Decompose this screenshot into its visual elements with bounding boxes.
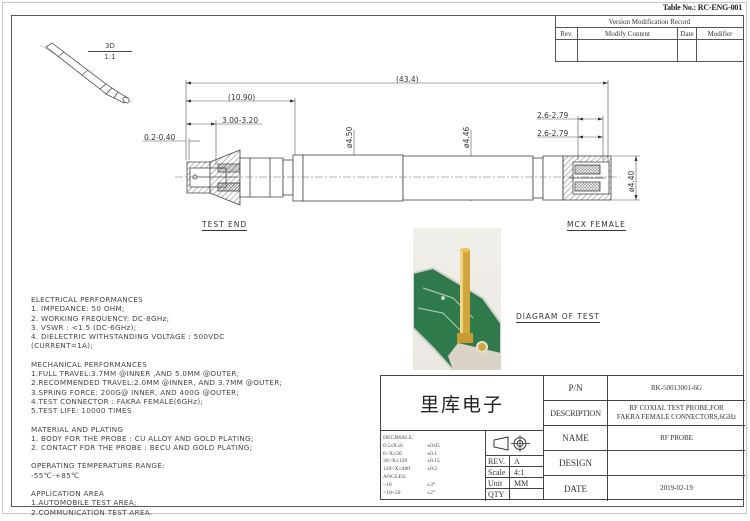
dim-tip-length: 3.00-3.20 <box>222 116 259 125</box>
projection-symbol-cell <box>486 431 544 456</box>
rev-label: REV. <box>486 456 510 466</box>
description-value: RF COXIAL TEST PROBE,FOR FAKRA FEMALE CO… <box>608 401 745 425</box>
design-value <box>608 451 745 475</box>
qty-row: QTY <box>486 489 544 500</box>
date-value: 2019-02-19 <box>660 484 693 492</box>
unit-value: MM <box>514 479 529 488</box>
section-title: ELECTRICAL PERFORMANCES <box>31 295 144 304</box>
section-title: APPLICATION AREA <box>31 489 105 499</box>
dim-mcx-depth-1: 2.6-2.79 <box>537 111 569 120</box>
note-item: 1. IMPEDANCE: 50 OHM; <box>31 304 125 314</box>
first-angle-projection-icon <box>493 435 530 452</box>
note-item: 1. BODY FOR THE PROBE : CU ALLOY AND GOL… <box>31 433 254 443</box>
note-item: 3.SPRING FORCE: 200G@ INNER, AND 400G @O… <box>31 387 240 397</box>
tolerance-row: 6<X≤30±0.1 <box>383 450 438 457</box>
table-row <box>555 39 744 62</box>
note-item: -55℃-+85℃ <box>31 470 80 480</box>
note-item: (CURRENT=1A); <box>31 341 94 351</box>
scale-value: 4:1 <box>514 468 525 477</box>
dim-diameter-body-2: ø4.46 <box>462 126 471 148</box>
description-line: RF COXIAL TEST PROBE,FOR <box>629 404 724 412</box>
scale-row: Scale 4:1 <box>486 467 544 478</box>
mechanical-performances: MECHANICAL PERFORMANCES 1.FULL TRAVEL:3.… <box>31 360 282 416</box>
description-row: DESCRIPTION RF COXIAL TEST PROBE,FOR FAK… <box>544 401 745 426</box>
tolerance-row: 30<X≤120±0.15 <box>383 458 440 465</box>
section-title: MATERIAL AND PLATING <box>31 424 124 434</box>
title-block: 里库电子 DECIMALS: 0.5≤X≤6±0.05 6<X≤30±0.1 3… <box>380 375 745 501</box>
view-3d-label: 3D 1:1 <box>88 42 132 61</box>
design-row: DESIGN <box>544 451 745 476</box>
angles-title: ANGLES: <box>383 473 407 480</box>
note-item: 2. WORKING FREQUENCY: DC-8GHz; <box>31 313 170 323</box>
operating-temperature: OPERATING TEMPERATURE RANGE: -55℃-+85℃ <box>31 461 282 480</box>
name-value: RF PROBE <box>660 433 693 442</box>
description-line: FAKRA FEMALE CONNECTORS,6GHz <box>616 413 737 421</box>
application-area: APPLICATION AREA 1.AUTOMOBILE TEST AREA;… <box>31 489 282 517</box>
qty-label: QTY <box>486 489 510 500</box>
specification-notes: ELECTRICAL PERFORMANCES 1. IMPEDANCE: 50… <box>31 295 282 521</box>
dim-mcx-depth-2: 2.6-2.79 <box>537 129 569 138</box>
view-3d-title: 3D <box>88 42 132 52</box>
note-item: 2. CONTACT FOR THE PROBE : BECU AND GOLD… <box>31 443 253 453</box>
label-mcx-female: MCX FEMALE <box>567 220 626 231</box>
material-and-plating: MATERIAL AND PLATING 1. BODY FOR THE PRO… <box>31 425 282 453</box>
unit-label: Unit <box>486 478 510 488</box>
dim-test-end-length: (10.90) <box>228 93 256 102</box>
note-item: 2.RECOMMENDED TRAVEL:2.0MM @INNER, AND 3… <box>31 378 283 388</box>
design-label: DESIGN <box>544 451 608 475</box>
scale-label: Scale <box>486 467 510 477</box>
note-item: 4.TEST CONNECTOR : FAKRA FEMALE(6GHz); <box>31 396 204 406</box>
dim-diameter-body-1: ø4.50 <box>345 126 354 148</box>
description-label: DESCRIPTION <box>544 401 608 425</box>
label-test-end: TEST END <box>202 220 248 231</box>
pn-row: P/N RK-50013001-6G <box>544 376 745 401</box>
pn-value: RK-50013001-6G <box>651 383 702 392</box>
section-title: OPERATING TEMPERATURE RANGE: <box>31 461 165 471</box>
pn-label: P/N <box>544 376 608 400</box>
tolerance-row: ~10±3° <box>383 481 436 488</box>
note-item: 2.COMMUNICATION TEST AREA. <box>31 507 153 517</box>
table-number: Table No.: RC-ENG-001 <box>662 3 742 12</box>
note-item: 3. VSWR : <1.5 (DC-6GHz); <box>31 322 137 332</box>
tolerance-row: >10~50±2° <box>383 489 436 496</box>
date-label: DATE <box>544 476 608 501</box>
note-item: 5.TEST LIFE: 10000 TIMES <box>31 406 132 416</box>
tolerance-table: DECIMALS: 0.5≤X≤6±0.05 6<X≤30±0.1 30<X≤1… <box>381 431 486 501</box>
probe-side-view <box>186 149 612 206</box>
name-label: NAME <box>544 426 608 450</box>
test-diagram-photo <box>413 228 501 370</box>
view-3d-scale: 1:1 <box>104 53 116 61</box>
label-diagram-of-test: DIAGRAM OF TEST <box>516 312 600 323</box>
name-row: NAME RF PROBE <box>544 426 745 451</box>
cell <box>696 39 744 62</box>
electrical-performances: ELECTRICAL PERFORMANCES 1. IMPEDANCE: 50… <box>31 295 282 351</box>
company-name: 里库电子 <box>381 376 544 431</box>
dim-overall-length: (43.4) <box>396 75 419 84</box>
page-frame <box>2 2 747 514</box>
date-row: DATE 2019-02-19 <box>544 476 745 501</box>
dim-tip-offset: 0.2-0.40 <box>144 133 176 142</box>
qty-value <box>510 489 544 500</box>
decimals-title: DECIMALS: <box>383 435 414 441</box>
note-item: 1.FULL TRAVEL:3.7MM @INNER ,AND 5.0MM @O… <box>31 369 240 379</box>
title-block-info: P/N RK-50013001-6G DESCRIPTION RF COXIAL… <box>544 376 745 501</box>
version-record-table: Version Modification Record Rev. Modify … <box>555 15 744 62</box>
rev-row: REV. A <box>486 456 544 467</box>
probe-3d-view <box>39 42 133 104</box>
tolerance-row: 120<X≤400±0.2 <box>383 466 438 473</box>
rev-value: A <box>514 457 520 466</box>
note-item: 1.AUTOMOBILE TEST AREA; <box>31 498 137 508</box>
drawing-border <box>11 15 744 507</box>
note-item: 4. DIELECTRIC WITHSTANDING VOLTAGE : 500… <box>31 332 225 342</box>
unit-row: Unit MM <box>486 478 544 489</box>
section-title: MECHANICAL PERFORMANCES <box>31 359 147 369</box>
dim-diameter-mcx: ø4.40 <box>627 170 636 192</box>
tolerance-row: 0.5≤X≤6±0.05 <box>383 442 440 449</box>
